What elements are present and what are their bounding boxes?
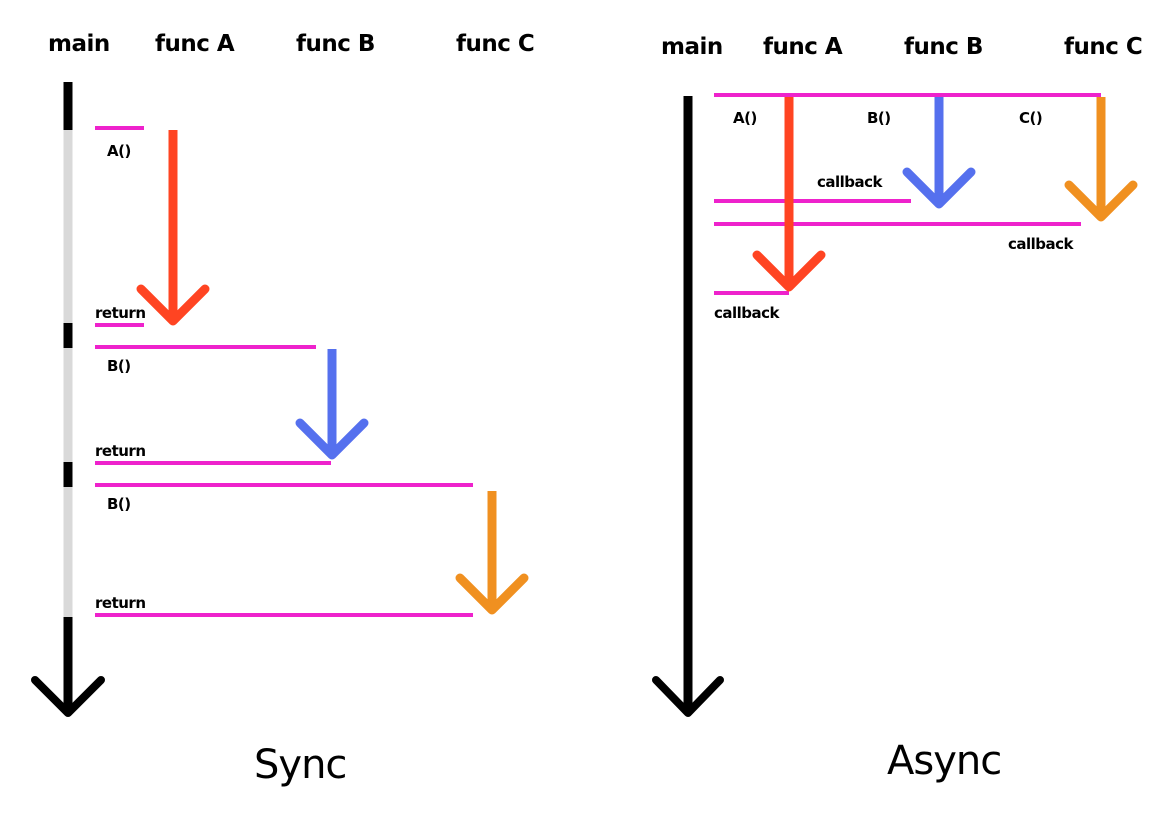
async-func-c-arrow	[1064, 97, 1138, 222]
sync-func-a-arrow	[136, 130, 210, 326]
sync-func-b-arrow	[295, 349, 369, 460]
async-header-func-c: func C	[1064, 34, 1142, 60]
async-call-b-label: B()	[867, 109, 891, 127]
async-func-a-arrow	[752, 97, 826, 292]
sync-main-arrowhead	[31, 676, 105, 717]
async-func-b-arrow	[902, 97, 976, 209]
async-header-func-b: func B	[904, 34, 983, 60]
sync-return-c-label: return	[95, 594, 146, 612]
sync-call-c-label: B()	[107, 495, 131, 513]
sync-header-func-c: func C	[456, 31, 534, 57]
sync-header-func-b: func B	[296, 31, 375, 57]
async-call-a-label: A()	[733, 109, 757, 127]
async-main-arrowhead	[652, 676, 724, 717]
async-title: Async	[887, 738, 1001, 784]
sync-main-timeline	[31, 82, 105, 717]
sync-panel: main func A func B func C A() return B()…	[31, 31, 535, 788]
async-call-c-label: C()	[1019, 109, 1042, 127]
sync-return-a-label: return	[95, 304, 146, 322]
sync-title: Sync	[254, 742, 346, 788]
sync-func-c-arrow	[455, 491, 529, 615]
sync-header-func-a: func A	[155, 31, 235, 57]
async-header-func-a: func A	[763, 34, 843, 60]
async-panel: main func A func B func C A() B() C() ca…	[652, 34, 1143, 784]
async-callback-c-label: callback	[1008, 235, 1075, 253]
sync-call-a-label: A()	[107, 142, 131, 160]
sync-return-b-label: return	[95, 442, 146, 460]
sync-call-b-label: B()	[107, 357, 131, 375]
sync-header-main: main	[48, 31, 110, 57]
async-main-timeline	[652, 96, 724, 717]
async-header-main: main	[661, 34, 723, 60]
async-callback-a-label: callback	[714, 304, 781, 322]
async-callback-b-label: callback	[817, 173, 884, 191]
